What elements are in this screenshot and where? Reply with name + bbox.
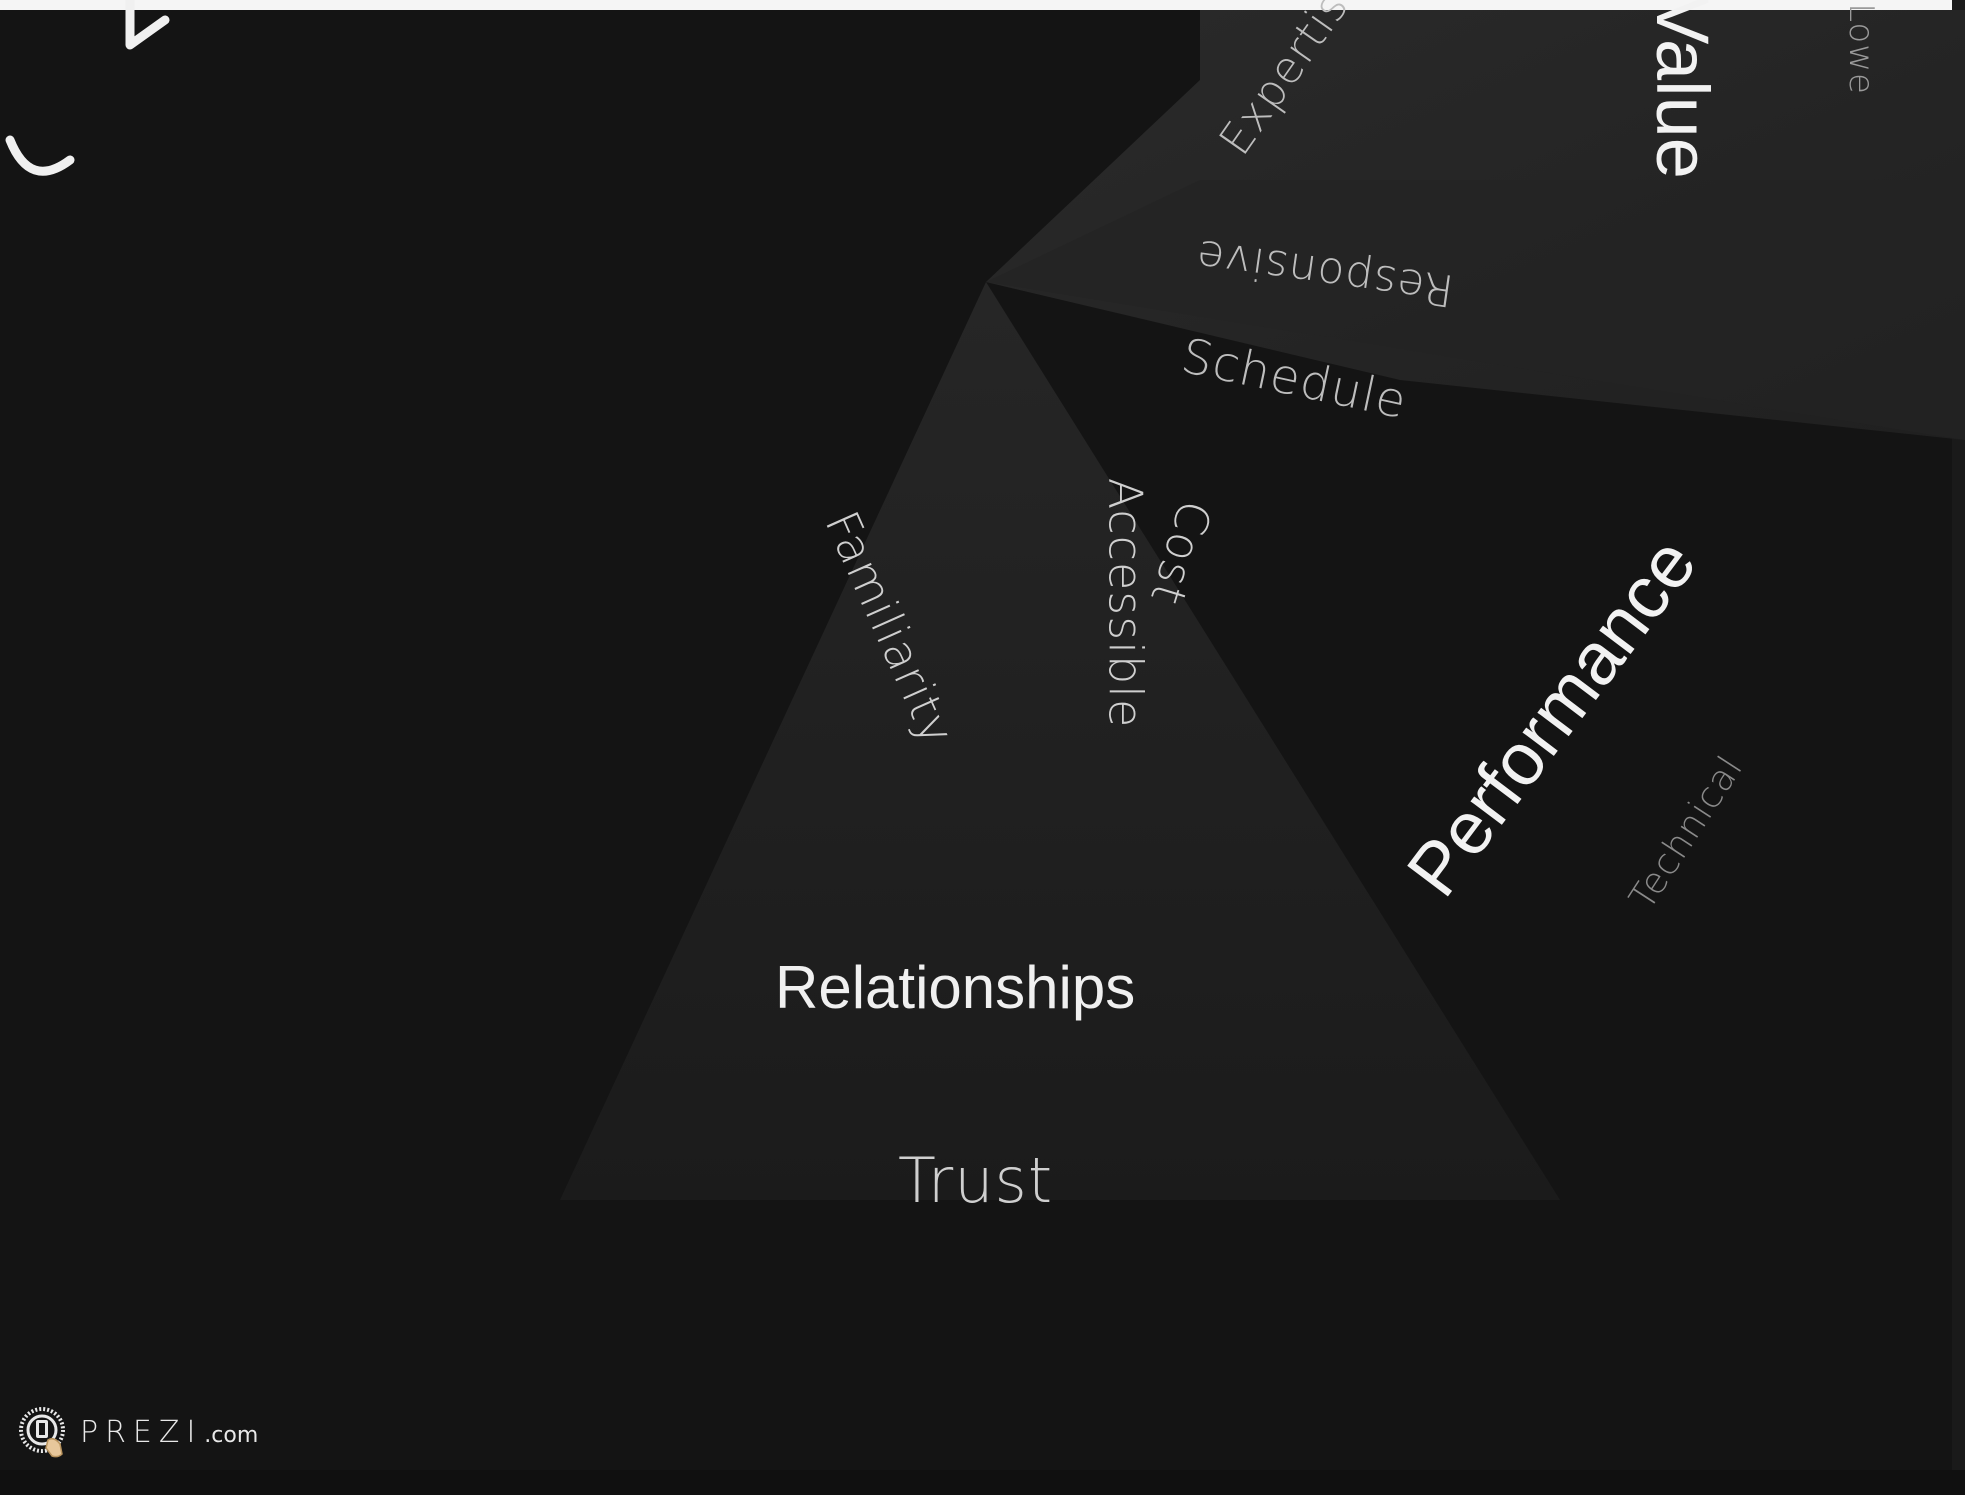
logo-suffix: .com [204,1422,259,1448]
word-value[interactable]: Value [1640,0,1724,179]
word-relationships[interactable]: Relationships [775,954,1136,1021]
word-accessible[interactable]: Accessible [1098,477,1153,729]
responsive-band [986,180,1965,440]
logo-word: PREZI [80,1414,203,1450]
relationships-triangle [560,282,1560,1200]
word-trust[interactable]: Trust [898,1144,1054,1217]
word-lowest[interactable]: Lowe [1840,3,1881,95]
prezi-logo[interactable]: PREZI .com [18,1402,258,1462]
partial-letter-shapes [5,0,170,176]
prezi-logo-icon [18,1406,70,1458]
prezi-logo-text: PREZI .com [80,1415,258,1450]
